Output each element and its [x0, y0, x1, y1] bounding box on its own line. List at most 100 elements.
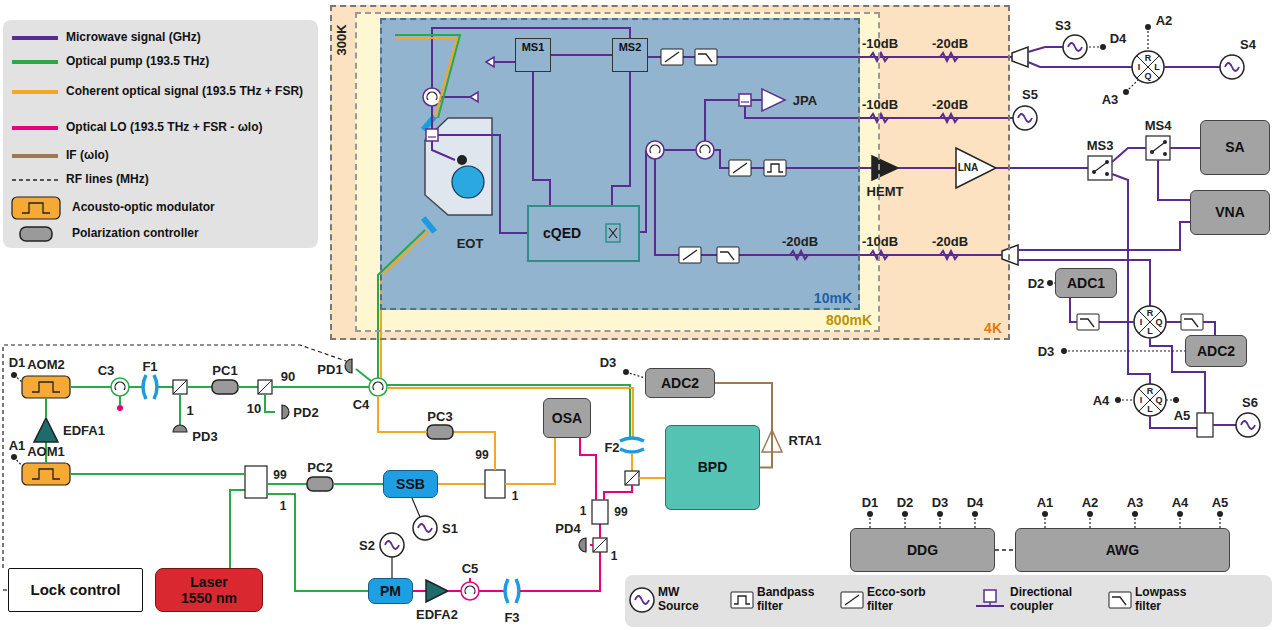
wire	[387, 388, 633, 437]
wire	[1099, 321, 1134, 323]
wire	[428, 136, 436, 137]
component-label: Q	[1155, 396, 1162, 405]
legend-panel	[625, 575, 1272, 627]
wire	[1158, 160, 1190, 200]
laser-box: Laser 1550 nm	[155, 568, 263, 612]
component-label: 99	[475, 449, 488, 461]
mixer	[1134, 384, 1166, 416]
beam-splitter	[173, 380, 187, 394]
wire	[520, 552, 600, 591]
node-text: SA	[1225, 139, 1244, 155]
node-text: VNA	[1215, 204, 1245, 220]
mixer	[1132, 51, 1164, 83]
wire	[655, 159, 1002, 255]
component-label: 99	[614, 506, 627, 518]
splitter	[1002, 245, 1018, 265]
aom	[22, 463, 70, 485]
wire	[590, 544, 593, 546]
component-label: S5	[1022, 88, 1038, 101]
lna-amplifier	[956, 148, 996, 188]
wire	[412, 498, 420, 517]
mixer	[1134, 306, 1166, 338]
component-label: A5	[1174, 409, 1191, 422]
sine-symbol	[385, 541, 399, 549]
node-text: ADC1	[1067, 275, 1105, 291]
photodiode	[173, 425, 187, 432]
component-label: C5	[462, 562, 479, 575]
eot-housing	[425, 118, 492, 215]
terminal-dot	[1132, 511, 1138, 517]
terminal-dot	[1100, 44, 1106, 50]
circulator	[696, 141, 714, 159]
attenuator	[870, 114, 890, 122]
wire	[158, 386, 173, 388]
terminal-dot	[867, 511, 873, 517]
sine-symbol	[1241, 421, 1255, 429]
component-label: PC3	[427, 410, 452, 423]
dot	[1163, 152, 1167, 156]
terminal-dot	[1061, 348, 1067, 354]
instrument-box: VNA	[1190, 190, 1270, 235]
wire	[129, 386, 142, 388]
ecco-filter	[679, 247, 701, 263]
wire	[1028, 62, 1132, 67]
wire	[378, 396, 427, 432]
lowpass-filter	[1077, 314, 1099, 330]
sine-symbol	[635, 596, 649, 604]
component-label: I	[1140, 396, 1143, 405]
component-label: S4	[1240, 38, 1256, 51]
wire	[1094, 163, 1106, 172]
instrument-box: OSA	[543, 398, 591, 438]
attenuator	[870, 53, 890, 61]
stage-region: 10mKMS1MS2cQED	[380, 18, 860, 310]
wire	[12, 179, 58, 181]
wire	[70, 386, 111, 388]
legend-text: Microwave signal (GHz)	[66, 30, 201, 44]
wire	[356, 369, 371, 381]
component-label: -20dB	[932, 98, 968, 111]
legend-text: Acousto-optic modulator	[72, 200, 215, 214]
component-label: 1	[280, 500, 287, 512]
wire	[333, 483, 383, 485]
component-label: 1	[580, 505, 587, 517]
legend-swatch	[12, 154, 58, 158]
component-label: D2	[897, 496, 914, 509]
pulse-symbol	[32, 382, 60, 392]
lowpass-filter	[695, 49, 717, 65]
terminal-dot	[1177, 511, 1183, 517]
component-label: 99	[273, 469, 286, 481]
wire	[751, 99, 762, 101]
node-text: Lock control	[30, 581, 120, 598]
hemt-amplifier	[872, 156, 898, 180]
instrument-box: SA	[1200, 120, 1270, 175]
sine-symbol	[1018, 114, 1032, 122]
node-text: 800mK	[826, 312, 872, 328]
wire	[238, 386, 258, 388]
component-label: 300K	[335, 24, 348, 55]
microwave-cavity-pin	[457, 155, 467, 165]
component-label: I	[1140, 318, 1143, 327]
node-text: MS1	[522, 41, 545, 54]
node-text: PM	[380, 583, 401, 599]
circulator	[369, 378, 387, 396]
legend-item: Lowpass filter	[1135, 586, 1195, 614]
wire	[391, 557, 392, 578]
component-label: D4	[967, 496, 984, 509]
attenuator	[940, 53, 960, 61]
wire	[432, 141, 455, 160]
component-label: L	[1147, 405, 1153, 414]
mw-source	[413, 516, 437, 540]
legend-item: Directional coupler	[1010, 586, 1090, 614]
component-label: R	[1145, 54, 1152, 63]
lowpass-filter	[1181, 314, 1203, 330]
instrument-box: ADC2	[1185, 335, 1247, 367]
dot	[1105, 160, 1109, 164]
terminal-dot	[972, 511, 978, 517]
wire	[1213, 424, 1236, 426]
termination	[470, 92, 478, 102]
wire	[1164, 66, 1220, 68]
component-label: AOM1	[27, 445, 65, 458]
component-label: C4	[353, 398, 370, 411]
component-label: A3	[1102, 93, 1119, 106]
component-label: S3	[1055, 19, 1071, 32]
